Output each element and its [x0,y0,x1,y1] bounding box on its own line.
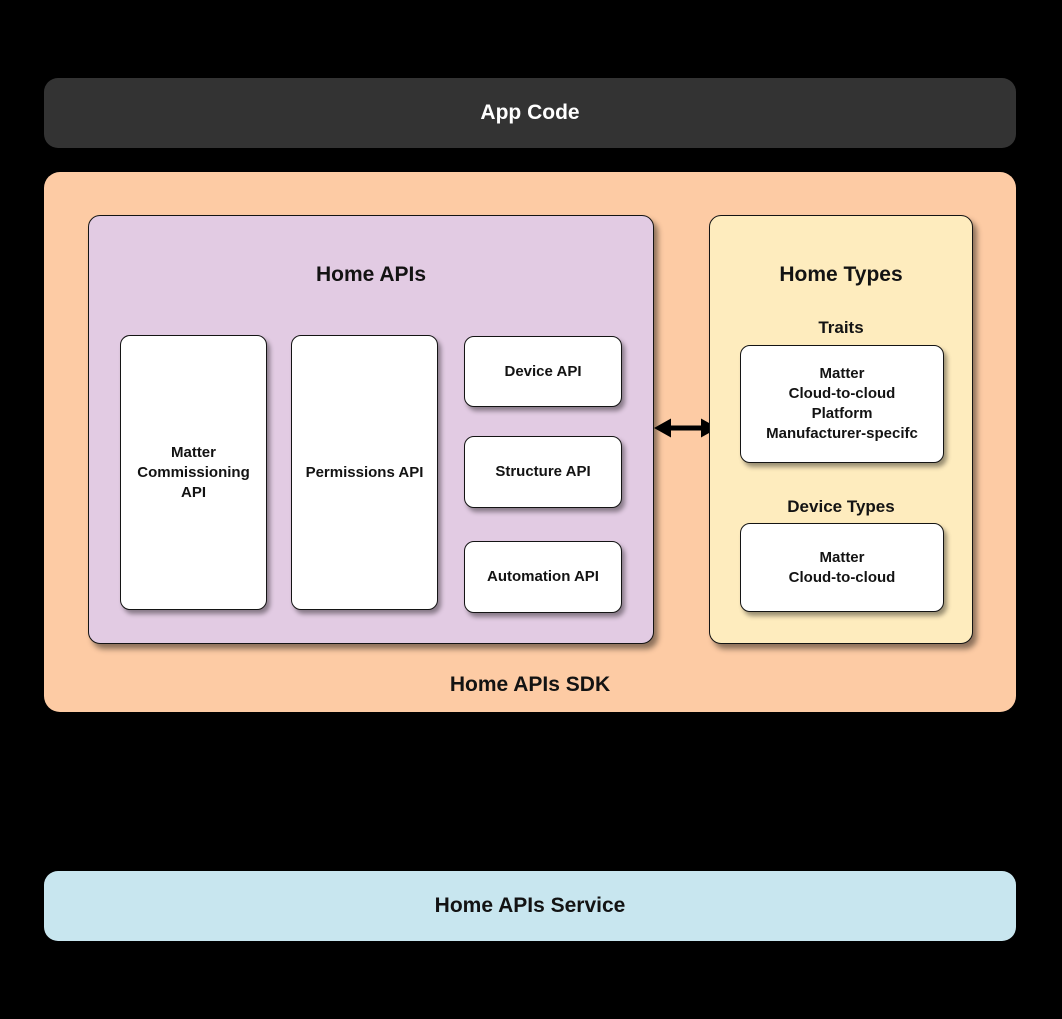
home-apis-title: Home APIs [315,263,427,286]
bidirectional-arrow-icon [653,415,719,441]
permissions-api-card: Permissions API [291,335,438,610]
traits-card: Matter Cloud-to-cloud Platform Manufactu… [740,345,944,463]
home-apis-sdk-box: Home APIs Matter Commissioning API Permi… [44,172,1016,712]
automation-api-label: Automation API [487,568,599,585]
home-apis-panel: Home APIs Matter Commissioning API Permi… [88,215,654,644]
traits-list: Matter Cloud-to-cloud Platform Manufactu… [766,365,918,442]
home-types-panel: Home Types Traits Matter Cloud-to-cloud … [709,215,973,644]
home-types-title: Home Types [779,263,903,286]
matter-commissioning-api-label: Matter Commissioning API [137,443,250,501]
structure-api-label: Structure API [495,463,591,480]
permissions-api-label: Permissions API [305,463,424,481]
automation-api-card: Automation API [464,541,622,613]
home-apis-service-label: Home APIs Service [434,894,626,917]
traits-heading: Traits [818,318,864,337]
device-types-heading: Device Types [787,497,895,516]
device-types-card: Matter Cloud-to-cloud [740,523,944,612]
device-api-card: Device API [464,336,622,407]
app-code-label: App Code [480,101,580,124]
app-code-box: App Code [44,78,1016,148]
matter-commissioning-api-card: Matter Commissioning API [120,335,267,610]
home-apis-service-box: Home APIs Service [44,871,1016,941]
structure-api-card: Structure API [464,436,622,508]
device-types-list: Matter Cloud-to-cloud [788,548,896,586]
home-apis-sdk-label: Home APIs SDK [449,673,611,696]
device-api-label: Device API [504,362,582,380]
